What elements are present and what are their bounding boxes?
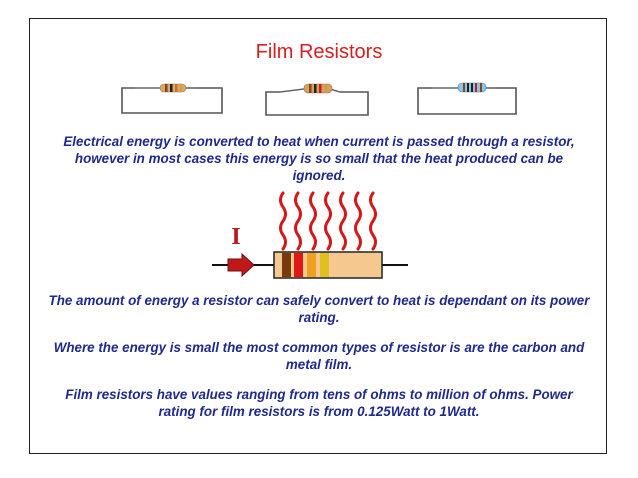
carbon-film-resistor-icon bbox=[121, 83, 223, 114]
current-symbol: I bbox=[231, 224, 240, 250]
current-arrow-icon bbox=[227, 252, 255, 278]
paragraph-power-rating: The amount of energy a resistor can safe… bbox=[48, 293, 590, 325]
paragraph-film-values: Film resistors have values ranging from … bbox=[65, 387, 573, 419]
metal-film-resistor-icon bbox=[417, 82, 517, 115]
paragraph-heat-conversion: Electrical energy is converted to heat w… bbox=[63, 134, 575, 183]
slide-title: Film Resistors bbox=[255, 41, 383, 63]
carbon-film-resistor-icon bbox=[265, 83, 369, 116]
resistor-diagram bbox=[273, 251, 383, 279]
heat-wave-icon bbox=[279, 191, 377, 251]
paragraph-common-types: Where the energy is small the most commo… bbox=[53, 340, 585, 372]
